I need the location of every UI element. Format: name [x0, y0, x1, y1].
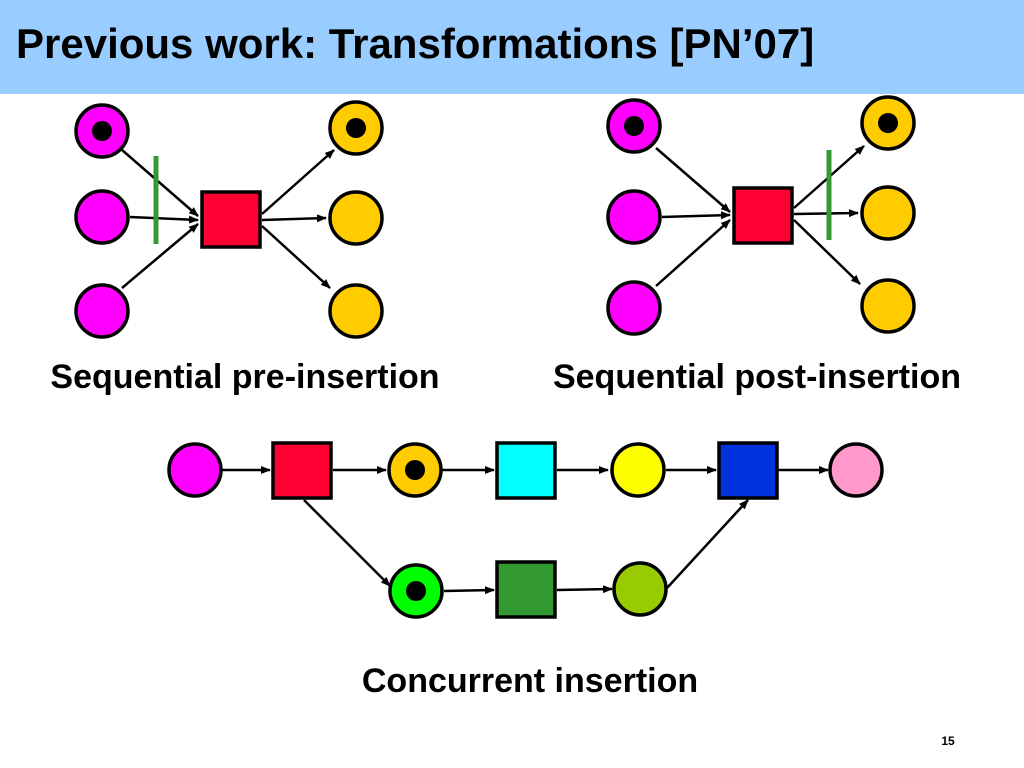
place-pink: [828, 442, 884, 498]
transition-red: [271, 441, 333, 500]
concurrent-insertion-caption: Concurrent insertion: [362, 662, 698, 700]
slide-title: Previous work: Transformations [PN’07]: [16, 20, 815, 67]
input-place: [74, 189, 130, 245]
arc-p2-to-transition: [129, 215, 199, 224]
transition: [200, 190, 262, 249]
output-place: [860, 185, 916, 241]
arc-p3-to-transition: [121, 223, 199, 289]
token: [405, 460, 425, 480]
title-bar: Previous work: Transformations [PN’07]: [0, 0, 1024, 94]
input-place: [606, 280, 662, 336]
arc: [556, 585, 613, 594]
pre-insertion-caption: Sequential pre-insertion: [50, 358, 439, 396]
place-magenta: [167, 442, 223, 498]
token: [92, 121, 112, 141]
arc-p2-to-transition: [661, 211, 731, 220]
post-insertion-diagram: Sequential post-insertion: [553, 95, 961, 396]
place-olive: [612, 561, 668, 617]
token: [624, 116, 644, 136]
transition-green: [495, 560, 557, 619]
arc-transition-to-q2: [793, 209, 859, 218]
arc: [303, 499, 391, 587]
token: [878, 113, 898, 133]
transition-blue: [717, 441, 779, 500]
arc-transition-to-q1: [261, 149, 335, 215]
output-place: [860, 278, 916, 334]
arc-transition-to-q3: [261, 225, 331, 289]
concurrent-insertion-diagram: Concurrent insertion: [167, 441, 884, 700]
arc-transition-to-q2: [261, 214, 327, 223]
token: [406, 581, 426, 601]
output-place: [328, 190, 384, 246]
transition-cyan: [495, 441, 557, 500]
post-insertion-caption: Sequential post-insertion: [553, 358, 961, 396]
arc-transition-to-q3: [793, 219, 861, 285]
arc-p1-to-transition: [121, 149, 199, 217]
output-place: [328, 283, 384, 339]
arc: [666, 499, 749, 589]
page-number: 15: [941, 734, 955, 748]
token: [346, 118, 366, 138]
place-yellow: [610, 442, 666, 498]
input-place: [74, 283, 130, 339]
transition: [732, 186, 794, 245]
pre-insertion-diagram: Sequential pre-insertion: [50, 100, 440, 396]
arc-p3-to-transition: [655, 219, 731, 287]
input-place: [606, 189, 662, 245]
arc-p1-to-transition: [655, 147, 731, 213]
arc: [443, 586, 495, 595]
